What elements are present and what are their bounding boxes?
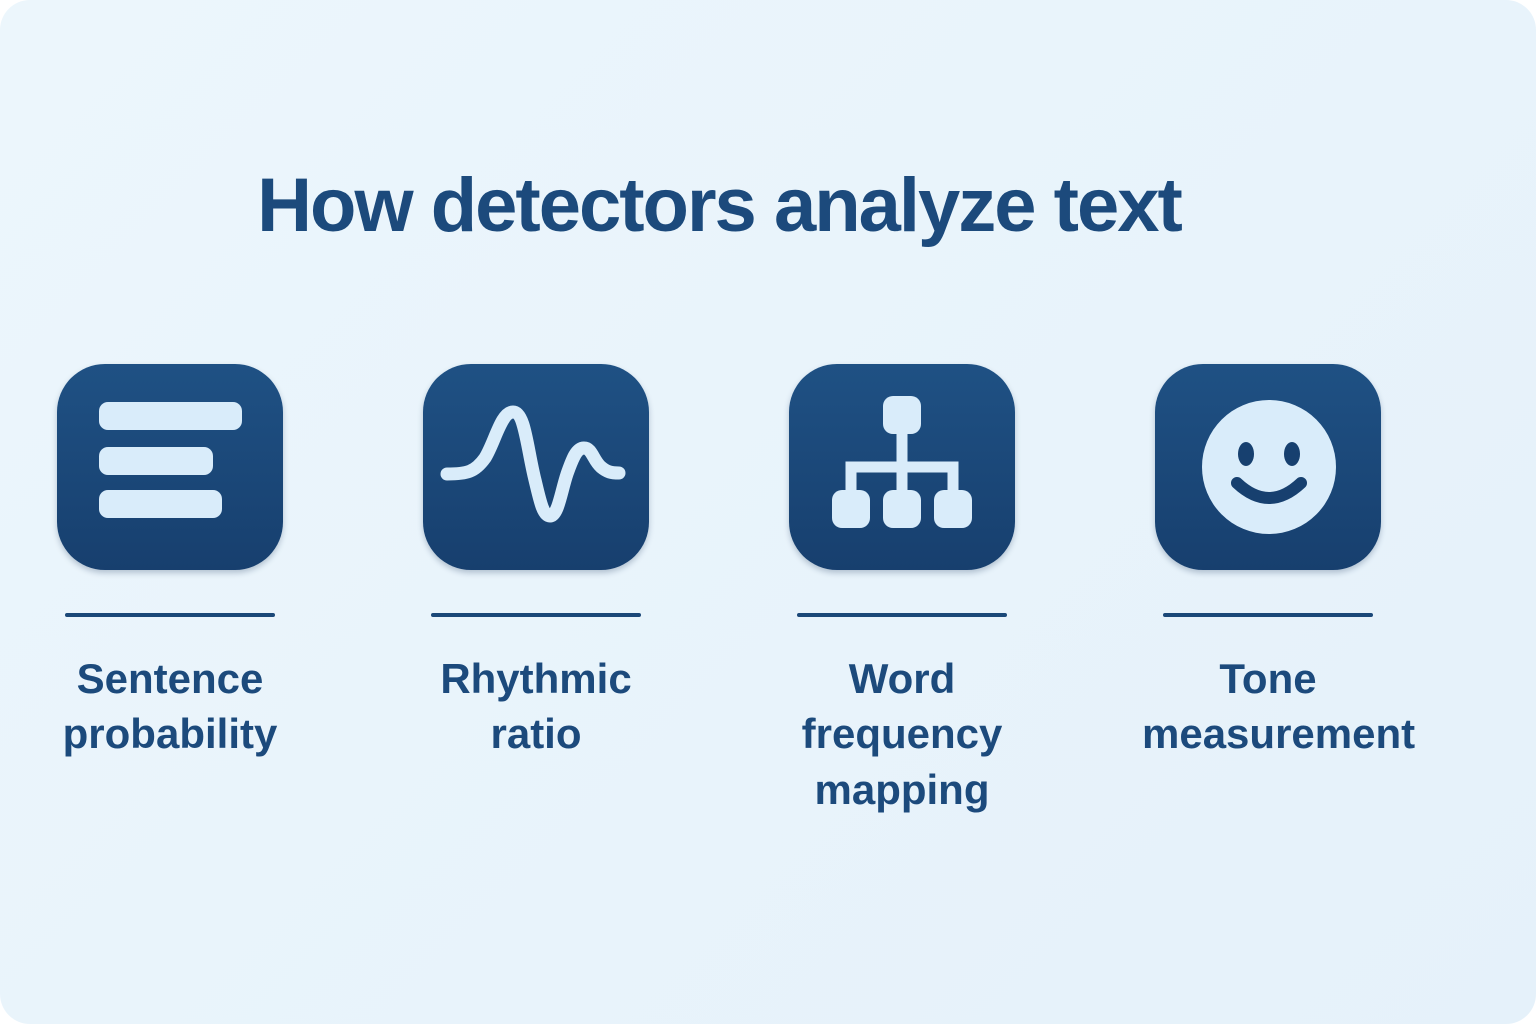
icon-tile bbox=[789, 364, 1015, 570]
cards-row: Sentence probability Rhythmic ratio bbox=[0, 364, 1451, 817]
card-label: Sentence probability bbox=[62, 655, 278, 758]
infographic-content: How detectors analyze text Sentence prob… bbox=[0, 163, 1451, 817]
icon-tile bbox=[1155, 364, 1381, 570]
hierarchy-icon bbox=[832, 396, 972, 528]
card-divider bbox=[797, 613, 1007, 617]
card-divider bbox=[65, 613, 275, 617]
card-word-frequency-mapping: Word frequency mapping bbox=[719, 364, 1085, 817]
waveform-icon bbox=[440, 405, 626, 523]
card-rhythmic-ratio: Rhythmic ratio bbox=[353, 364, 719, 817]
card-divider bbox=[1163, 613, 1373, 617]
icon-tile bbox=[423, 364, 649, 570]
card-divider bbox=[431, 613, 641, 617]
card-tone-measurement: Tone measurement bbox=[1085, 364, 1451, 817]
page-title: How detectors analyze text bbox=[257, 163, 1183, 248]
card-label: Word frequency mapping bbox=[801, 655, 1003, 813]
card-label: Rhythmic ratio bbox=[440, 655, 632, 758]
smiley-face-icon bbox=[1202, 400, 1336, 534]
card-label: Tone measurement bbox=[1142, 655, 1416, 758]
icon-tile bbox=[57, 364, 283, 570]
card-sentence-probability: Sentence probability bbox=[0, 364, 353, 817]
text-lines-icon bbox=[99, 402, 242, 518]
